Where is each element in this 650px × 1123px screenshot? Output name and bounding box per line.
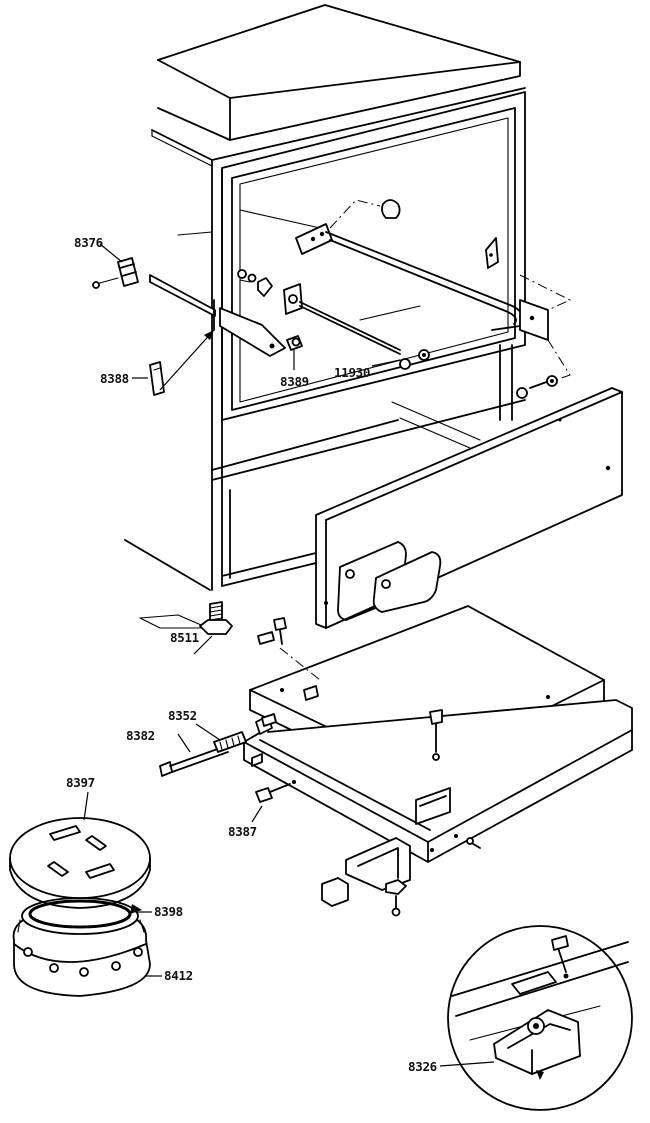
part-label-8326: 8326 [408,1059,437,1074]
part-label-8397: 8397 [66,775,95,790]
part-label-8387: 8387 [228,824,257,839]
part-label-8398: 8398 [154,904,183,919]
part-label-8376: 8376 [74,235,103,250]
leveling-foot [193,601,233,655]
part-label-8511: 8511 [170,630,199,645]
door-rod-assembly [92,199,572,399]
part-label-8389: 8389 [280,374,309,389]
leader-8376 [99,243,123,263]
part-label-11930: 11930 [334,365,370,380]
tray-assembly [159,605,633,917]
drain-assembly [9,791,162,997]
part-label-8388: 8388 [100,371,129,386]
detail-callout-circle [439,925,633,1111]
part-label-8382: 8382 [126,728,155,743]
part-label-8352: 8352 [168,708,197,723]
front-kick-panel [315,387,623,629]
part-label-8412: 8412 [164,968,193,983]
leader-11930 [371,359,401,367]
